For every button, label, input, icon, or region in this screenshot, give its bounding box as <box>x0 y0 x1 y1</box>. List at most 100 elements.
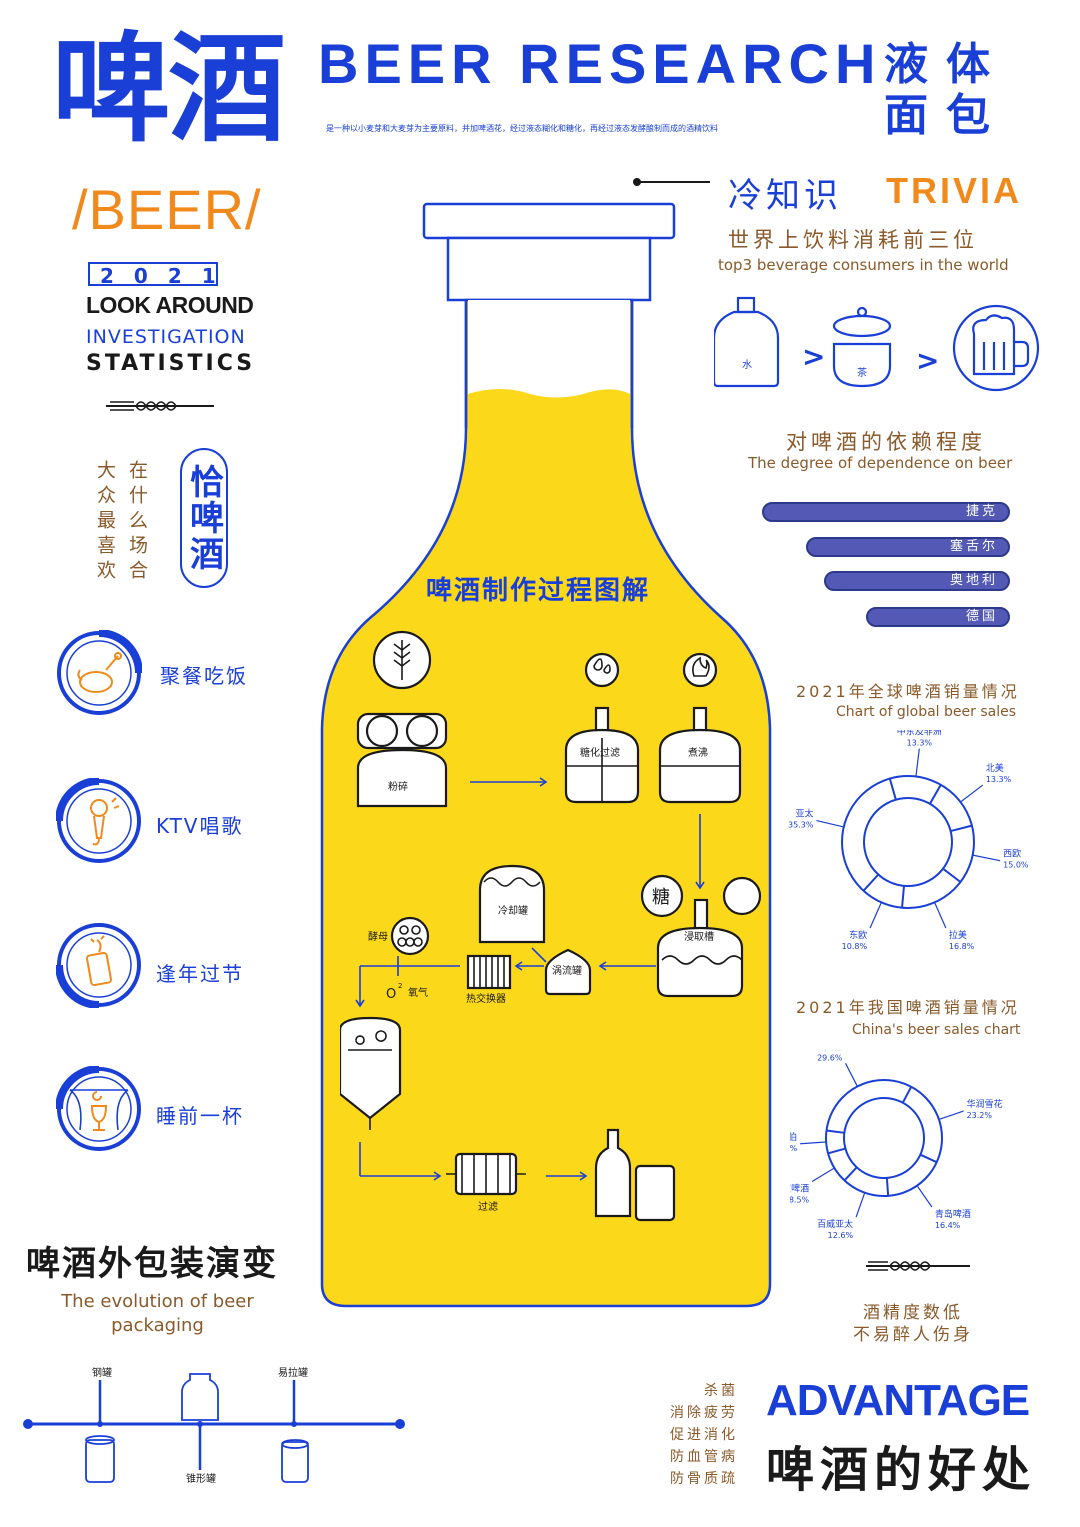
donut-segment-divider <box>919 1153 938 1164</box>
main-title-en: BEER RESEARCH <box>318 32 882 95</box>
donut-value-label: 8.5% <box>790 1196 810 1205</box>
top3-title-en: top3 beverage consumers in the world <box>718 256 1009 274</box>
donut-value-label: 13.3% <box>907 739 933 748</box>
donut-segment-divider <box>901 1086 913 1104</box>
wheat-divider-right-icon <box>866 1261 970 1271</box>
benefits-list: 杀菌 消除疲劳 促进消化 防血管病 防骨质疏 <box>668 1380 738 1490</box>
china-sales-donut-chart: 华润雪花23.2%青岛啤酒16.4%百威亚太12.6%燕京啤酒8.5%嘉士伯6.… <box>790 1050 1003 1240</box>
benefit-item: 杀菌 <box>704 1383 738 1399</box>
occasion-label-2: KTV唱歌 <box>156 814 244 838</box>
liquid-bread-title: 液体面包 <box>884 39 1008 141</box>
microphone-icon <box>56 778 141 863</box>
trivia-title-en: TRIVIA <box>886 170 1023 211</box>
occasion-label-4: 睡前一杯 <box>156 1104 244 1128</box>
step-saccharify-label: 糖化过滤 <box>580 746 620 759</box>
benefit-item: 消除疲劳 <box>670 1405 738 1421</box>
process-title: 啤酒制作过程图解 <box>426 576 651 606</box>
brewing-process-diagram: 粉碎 糖化过滤 煮沸 糖 浸取槽 冷却罐 涡流罐 热交换器 酵母 O 2 氧气 … <box>340 630 762 1222</box>
step-oxygen-label: 氧气 <box>408 986 428 999</box>
donut-value-label: 12.6% <box>828 1231 854 1240</box>
occasion-label-1: 聚餐吃饭 <box>160 664 248 688</box>
donut-leader-line <box>938 1110 964 1120</box>
package-stage-1: 钢罐 <box>92 1366 112 1379</box>
step-cooling-label: 冷却罐 <box>498 904 528 917</box>
dependence-bar-4: 德国 <box>866 607 1010 627</box>
donut-leader-line <box>916 1185 933 1208</box>
chart2-subtitle: China's beer sales chart <box>852 1022 1021 1038</box>
donut-leader-line <box>811 1167 835 1183</box>
step-heat-exchanger-label: 热交换器 <box>466 992 506 1005</box>
wheat-divider-icon <box>106 401 214 411</box>
donut-value-label: 10.8% <box>842 942 868 951</box>
donut-category-label: 嘉士伯 <box>790 1131 797 1143</box>
donut-leader-line <box>915 748 920 777</box>
donut-segment-divider <box>950 824 973 833</box>
donut-segment-divider <box>901 885 906 908</box>
donut-leader-line <box>844 1063 858 1087</box>
occasion-question-col2: 大众最喜欢 <box>94 460 116 585</box>
donut-category-label: 青岛啤酒 <box>935 1208 971 1220</box>
donut-category-label: 亚太 <box>795 808 813 820</box>
advantage-title-cn: 啤酒的好处 <box>766 1442 1037 1498</box>
occasion-badge: 恰啤酒 <box>180 448 228 588</box>
step-yeast-label: 酵母 <box>368 931 388 943</box>
main-title-cn: 啤酒 <box>52 20 286 158</box>
chart1-subtitle: Chart of global beer sales <box>836 704 1017 720</box>
donut-category-label: 其他 <box>824 1050 842 1052</box>
trivia-pointer <box>633 178 710 186</box>
package-stage-3: 易拉罐 <box>278 1366 308 1379</box>
dependence-bar-2: 塞舌尔 <box>806 537 1010 557</box>
donut-leader-line <box>960 784 984 803</box>
wine-glass-icon <box>56 1066 141 1151</box>
donut-value-label: 6.1% <box>790 1144 798 1153</box>
svg-text:>: > <box>916 344 939 377</box>
oxygen-subscript: 2 <box>398 982 402 990</box>
advantage-note-line2: 不易醉人伤身 <box>853 1325 973 1346</box>
donut-category-label: 西欧 <box>1003 848 1021 860</box>
donut-segment-divider <box>826 1129 845 1134</box>
dependence-title-en: The degree of dependence on beer <box>748 454 1013 472</box>
donut-leader-line <box>816 819 844 828</box>
donut-value-label: 16.4% <box>935 1221 961 1230</box>
donut-category-label: 拉美 <box>949 929 967 941</box>
firecracker-icon <box>56 923 141 1008</box>
top3-item-water: 水 <box>742 359 752 371</box>
donut-value-label: 23.2% <box>967 1111 993 1120</box>
donut-segment-divider <box>942 867 962 883</box>
step-boil-label: 煮沸 <box>688 746 708 759</box>
donut-value-label: 15.0% <box>1003 861 1029 870</box>
donut-segment-divider <box>862 873 880 892</box>
beer-slash-title: /BEER/ <box>72 178 262 241</box>
donut-leader-line <box>800 1141 827 1145</box>
dependence-bar-1: 捷克 <box>762 502 1010 522</box>
trivia-title-cn: 冷知识 <box>728 176 842 216</box>
donut-category-label: 华润雪花 <box>967 1098 1003 1110</box>
roast-chicken-icon <box>57 630 142 715</box>
beer-bottle-illustration <box>320 202 772 1308</box>
top3-beverages: > > 水 茶 <box>714 296 1040 392</box>
step-sugar-label: 糖 <box>652 887 670 908</box>
donut-value-label: 13.3% <box>986 775 1012 784</box>
advantage-title-en: ADVANTAGE <box>766 1376 1030 1425</box>
chart1-title: 2021年全球啤酒销量情况 <box>796 682 1020 701</box>
benefit-item: 防骨质疏 <box>670 1471 738 1487</box>
investigation-text: INVESTIGATION <box>86 326 246 348</box>
packaging-timeline: 钢罐 锥形罐 易拉罐 <box>23 1366 405 1485</box>
donut-segment-divider <box>929 784 942 805</box>
packaging-title: 啤酒外包装演变 <box>26 1244 278 1284</box>
donut-leader-line <box>972 854 1001 862</box>
donut-segment-divider <box>888 778 897 800</box>
step-whirlpool-label: 涡流罐 <box>552 964 582 977</box>
donut-value-label: 35.3% <box>788 821 814 830</box>
year-box: 2021 <box>88 262 218 288</box>
oxygen-symbol: O <box>386 987 396 1002</box>
occasion-question-col1: 在什么场合 <box>126 460 148 585</box>
global-sales-donut-chart: 中东及非洲13.3%北美13.3%西欧15.0%拉美16.8%东欧10.8%亚太… <box>788 730 1029 951</box>
dependence-bar-3: 奥地利 <box>824 571 1010 591</box>
advantage-note-line1: 酒精度数低 <box>863 1303 963 1323</box>
svg-text:>: > <box>802 340 825 373</box>
occasion-label-3: 逢年过节 <box>156 962 244 986</box>
step-crush-label: 粉碎 <box>388 780 408 793</box>
statistics-text: STATISTICS <box>86 351 256 376</box>
donut-category-label: 百威亚太 <box>817 1218 853 1230</box>
